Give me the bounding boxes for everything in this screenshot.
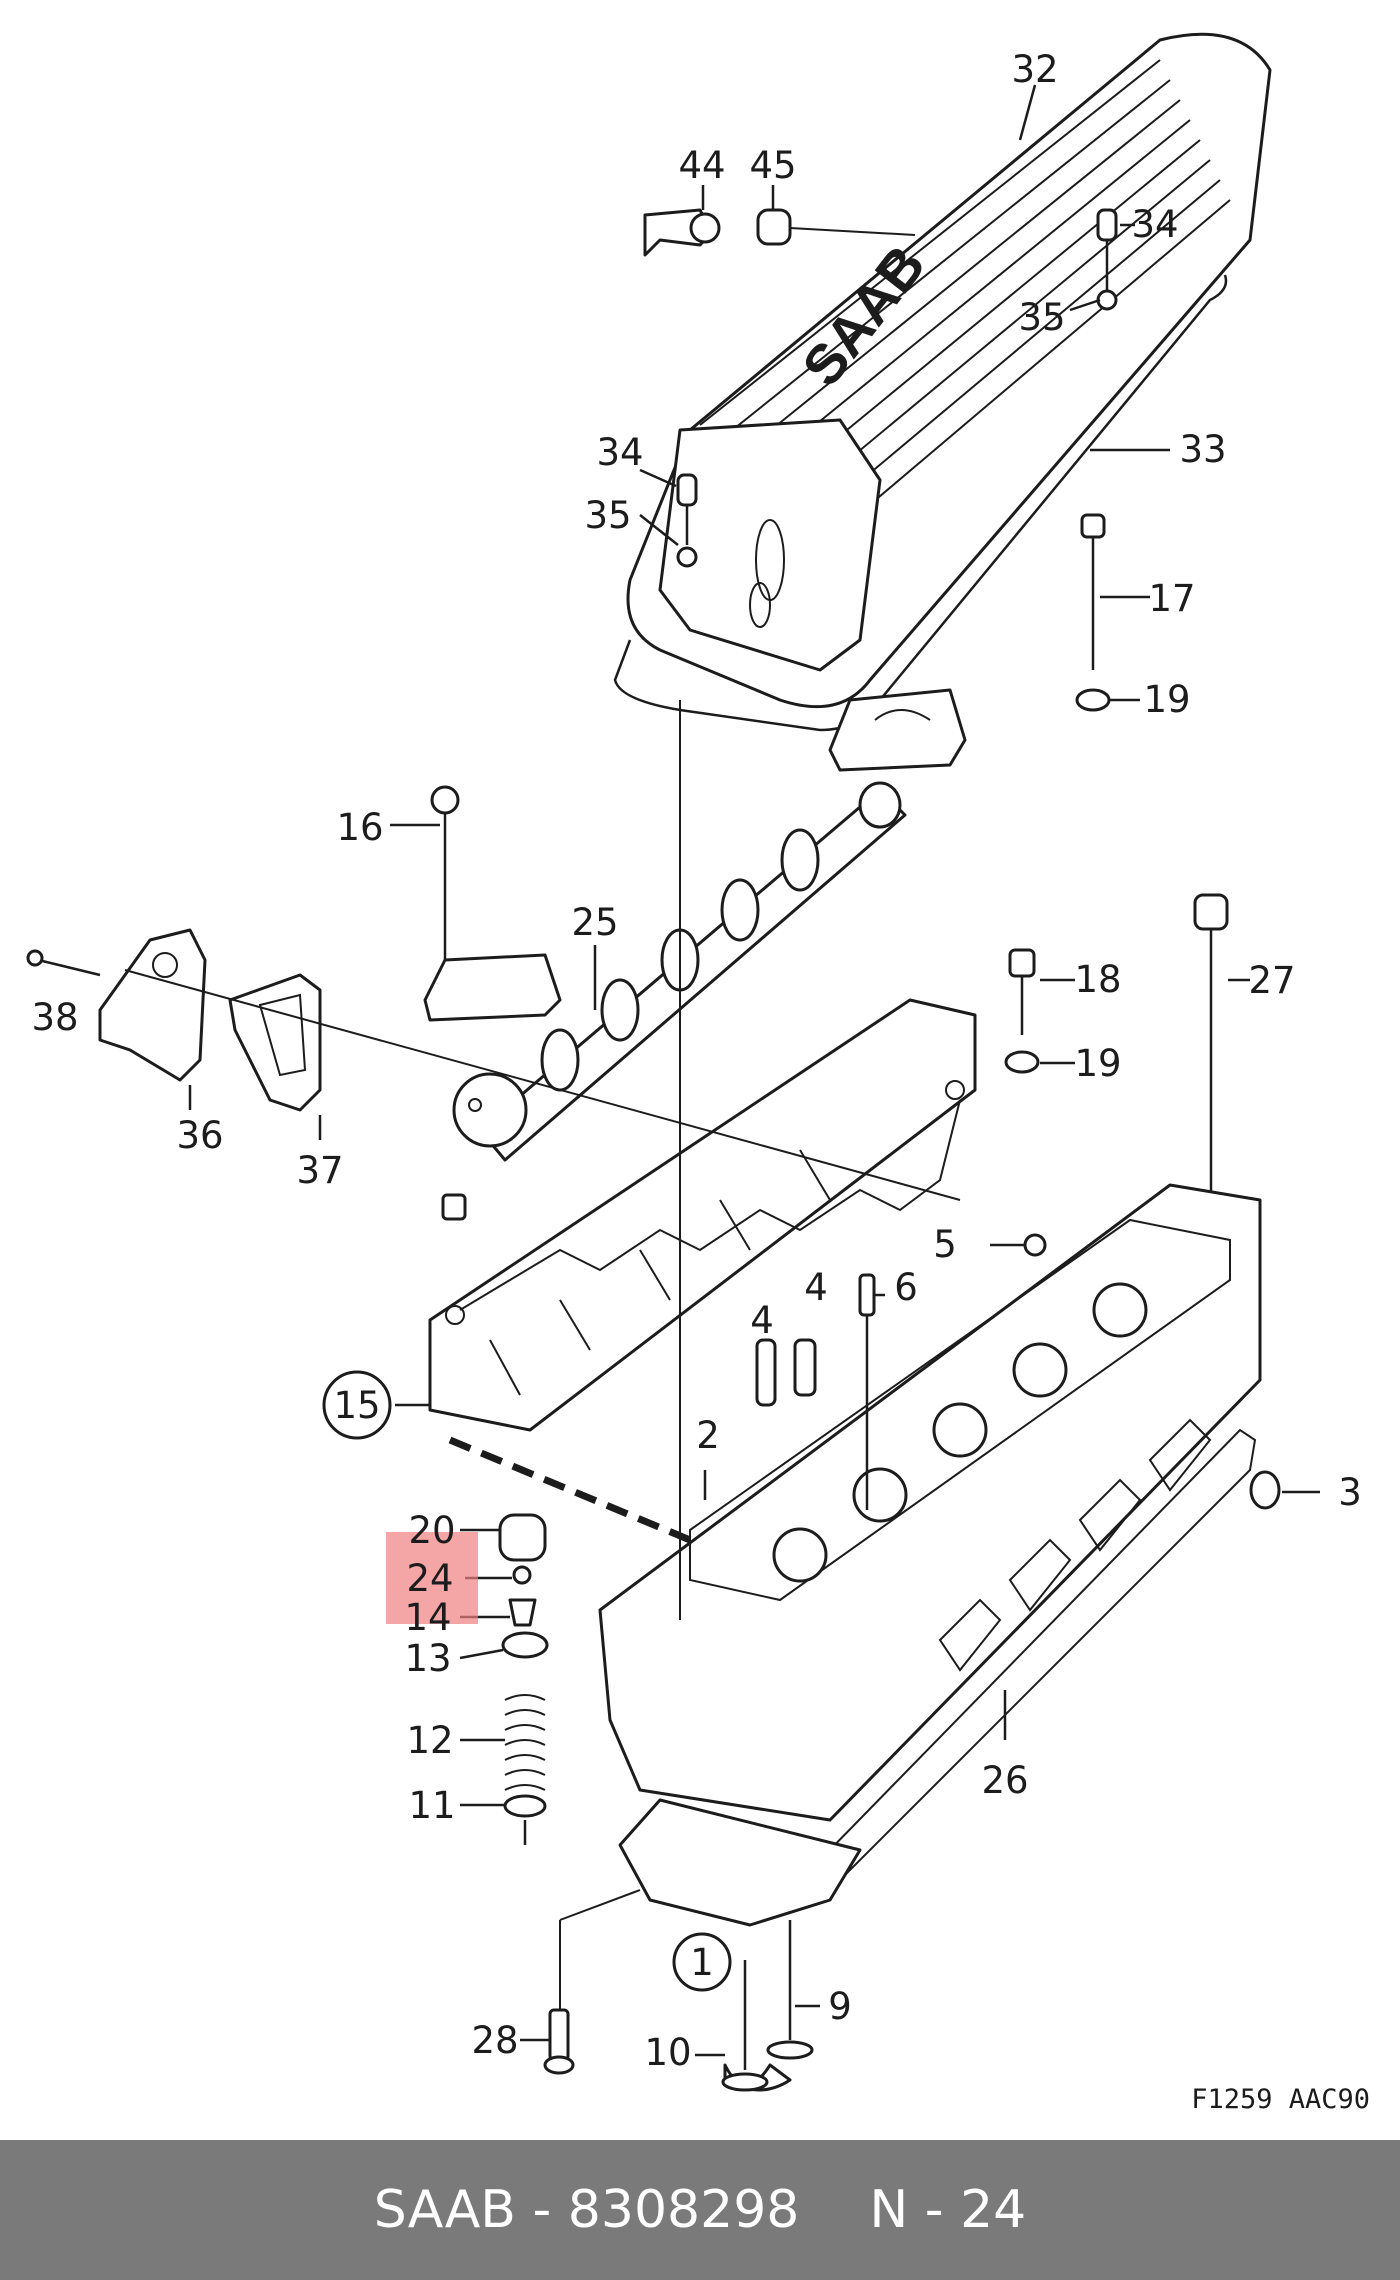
callout-6: 6	[894, 1266, 918, 1309]
bolt-18	[1004, 948, 1040, 1074]
callout-10: 10	[644, 2031, 691, 2074]
callout-36: 36	[176, 1114, 223, 1157]
part-number: SAAB - 8308298	[373, 2180, 800, 2240]
bracket-parts	[26, 928, 322, 1112]
cylinder-head	[598, 1183, 1281, 1822]
callout-35: 35	[584, 494, 631, 537]
callout-25: 25	[571, 901, 618, 944]
callout-circle-15	[322, 1370, 392, 1440]
callout-17: 17	[1148, 577, 1195, 620]
callout-20: 20	[408, 1509, 455, 1552]
bearing-cap-front	[423, 953, 562, 1022]
callout-34: 34	[596, 431, 643, 474]
callout-13: 13	[404, 1637, 451, 1680]
callout-45: 45	[749, 144, 796, 187]
footer-bar: SAAB - 8308298 N - 24	[0, 2140, 1400, 2280]
callout-32: 32	[1011, 48, 1058, 91]
bearing-cap	[828, 688, 967, 772]
callout-24: 24	[406, 1557, 453, 1600]
head-pins	[755, 1233, 1047, 1510]
figure-code: F1259 AAC90	[1191, 2084, 1370, 2115]
callout-34-top: 34	[1131, 203, 1178, 246]
callout-4-right: 4	[804, 1266, 828, 1309]
callout-16: 16	[336, 806, 383, 849]
exploded-parts-diagram: SAAB	[26, 32, 1370, 2115]
callout-12: 12	[406, 1719, 453, 1762]
bolt-16	[430, 785, 460, 960]
callout-26: 26	[981, 1759, 1028, 1802]
valves	[543, 1920, 814, 2092]
callout-19: 19	[1074, 1042, 1121, 1085]
callout-circle-1	[672, 1932, 732, 1992]
camshaft	[452, 781, 907, 1162]
highlight-box	[386, 1532, 478, 1624]
alignment-line	[448, 1436, 692, 1544]
lower-gasket	[618, 1798, 862, 1927]
callout-9: 9	[828, 1985, 852, 2028]
callout-3: 3	[1338, 1471, 1362, 1514]
callout-14: 14	[404, 1596, 451, 1639]
callout-37: 37	[296, 1149, 343, 1192]
callout-38: 38	[31, 996, 78, 1039]
callout-1: 1	[690, 1941, 714, 1984]
callout-28: 28	[471, 2019, 518, 2062]
page-number: N - 24	[869, 2180, 1027, 2240]
callout-19-top: 19	[1143, 678, 1190, 721]
camshaft-carrier	[428, 998, 977, 1432]
callout-27: 27	[1248, 959, 1295, 1002]
callout-18: 18	[1074, 958, 1121, 1001]
callout-35-top: 35	[1018, 296, 1065, 339]
callout-44: 44	[678, 144, 725, 187]
bolt-17	[1075, 513, 1111, 712]
breather-parts	[643, 208, 916, 257]
cover-bolts	[676, 208, 1118, 568]
callout-4-left: 4	[750, 1299, 774, 1342]
callout-2: 2	[696, 1414, 720, 1457]
callout-11: 11	[408, 1784, 455, 1827]
leader-lines	[188, 84, 1320, 2057]
callout-5: 5	[933, 1223, 957, 1266]
valve-stack	[498, 1513, 549, 1845]
callout-33: 33	[1179, 428, 1226, 471]
callout-15: 15	[333, 1384, 380, 1427]
